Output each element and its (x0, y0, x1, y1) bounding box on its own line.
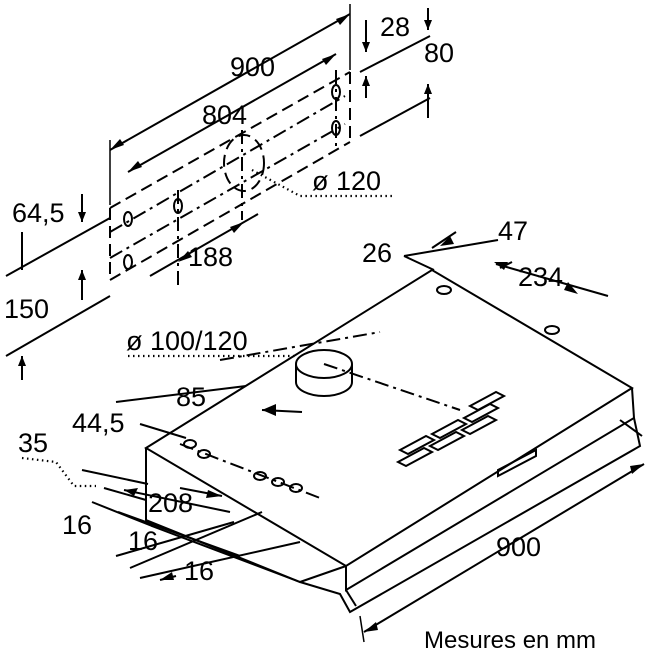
label-900-bottom: 900 (496, 532, 541, 562)
label-100-120: ø 100/120 (126, 326, 248, 356)
mounting-plate-outline (109, 71, 351, 281)
label-445: 44,5 (72, 408, 125, 438)
dim-line-16-set (91, 501, 301, 581)
dim-line-26-47-234 (403, 231, 609, 297)
label-28: 28 (380, 12, 410, 42)
rear-hole-right (544, 325, 560, 335)
exhaust-collar (295, 349, 353, 397)
dim-line-188 (149, 213, 259, 277)
label-804: 804 (202, 100, 247, 130)
dim-line-208 (123, 487, 231, 513)
dim-line-900-top (109, 4, 351, 205)
hood-centerlines (219, 331, 461, 411)
label-120: ø 120 (312, 166, 381, 196)
dim-line-900-bottom (359, 463, 645, 643)
label-645: 64,5 (12, 198, 65, 228)
label-208: 208 (148, 488, 193, 518)
centerlines-top (109, 70, 346, 290)
front-holes-axis (179, 443, 321, 499)
leader-120 (251, 169, 392, 198)
rear-hole-left (436, 285, 452, 295)
label-85: 85 (176, 382, 206, 412)
light-strip (497, 448, 537, 478)
measurement-caption: Mesures en mm (424, 627, 596, 654)
label-26: 26 (362, 238, 392, 268)
dim-line-445-35 (21, 423, 187, 501)
label-16b: 16 (128, 526, 158, 556)
dim-line-804 (127, 53, 337, 173)
label-900-top: 900 (230, 52, 275, 82)
label-234: 234 (518, 262, 563, 292)
vent-grille (395, 390, 507, 468)
label-47: 47 (498, 216, 528, 246)
dim-line-28-80 (359, 8, 432, 137)
exhaust-opening-top (223, 134, 265, 192)
label-16a: 16 (62, 510, 92, 540)
label-188: 188 (188, 242, 233, 272)
mounting-holes (123, 84, 341, 270)
label-16c: 16 (184, 556, 214, 586)
label-35: 35 (18, 428, 48, 458)
dim-line-85 (115, 385, 303, 416)
dim-line-645-150 (5, 194, 111, 380)
label-80: 80 (424, 38, 454, 68)
label-150: 150 (4, 294, 49, 324)
